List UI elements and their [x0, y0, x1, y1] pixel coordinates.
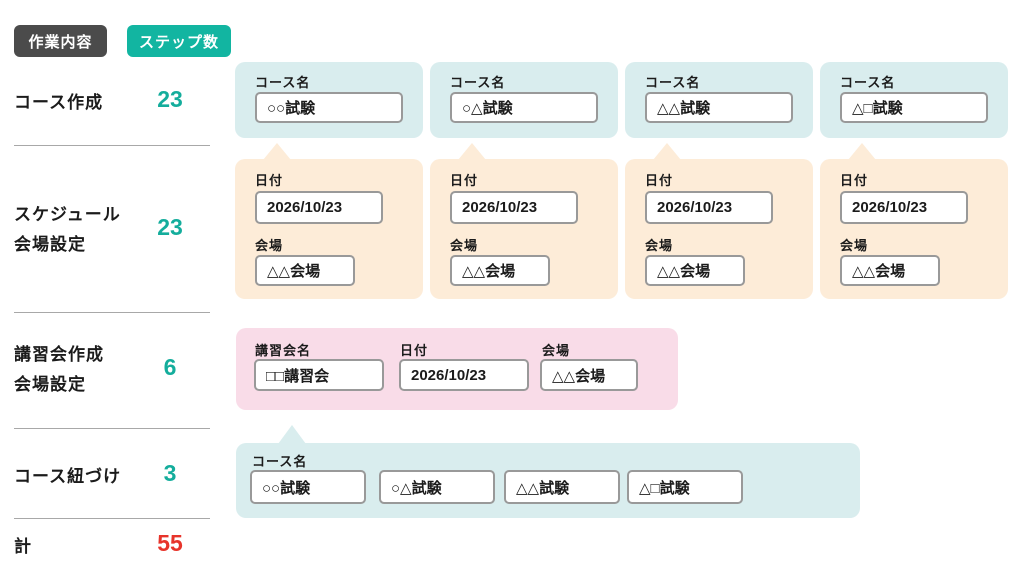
course-card-1: コース名 ○○試験 [235, 62, 423, 138]
course-card-4: コース名 △□試験 [820, 62, 1008, 138]
course-card-2: コース名 ○△試験 [430, 62, 618, 138]
venue-label: 会場 [840, 238, 869, 253]
venue-box: △△会場 [840, 255, 940, 286]
course-card-3: コース名 △△試験 [625, 62, 813, 138]
venue-label: 会場 [255, 238, 284, 253]
divider [14, 428, 210, 429]
course-linking-card: コース名 ○○試験 ○△試験 △△試験 △□試験 [236, 425, 860, 518]
row-label-schedule-venue: スケジュール 会場設定 [14, 200, 121, 260]
venue-box: △△会場 [255, 255, 355, 286]
date-box: 2026/10/23 [840, 191, 968, 224]
linked-course-box-2: ○△試験 [379, 470, 495, 504]
linked-course-box-3: △△試験 [504, 470, 620, 504]
speech-tail-up [263, 143, 291, 160]
row-label-seminar-venue: 講習会作成 会場設定 [14, 340, 104, 400]
date-box: 2026/10/23 [399, 359, 529, 391]
course-name-label: コース名 [840, 75, 896, 90]
seminar-card: 講習会名 □□講習会 日付 2026/10/23 会場 △△会場 [236, 328, 678, 410]
divider [14, 518, 210, 519]
date-label: 日付 [400, 343, 429, 358]
speech-tail-up [458, 143, 486, 160]
work-content-badge: 作業内容 [14, 25, 107, 57]
date-box: 2026/10/23 [255, 191, 383, 224]
date-box: 2026/10/23 [450, 191, 578, 224]
venue-label: 会場 [542, 343, 571, 358]
row-label-line1: 講習会作成 [14, 345, 104, 364]
speech-tail-up [653, 143, 681, 160]
course-name-box: △□試験 [840, 92, 988, 123]
date-box: 2026/10/23 [645, 191, 773, 224]
divider [14, 312, 210, 313]
date-label: 日付 [255, 173, 284, 188]
row-label-course-linking: コース紐づけ [14, 467, 122, 486]
course-name-box: ○○試験 [255, 92, 403, 123]
row-label-course-creation: コース作成 [14, 93, 104, 112]
course-name-box: △△試験 [645, 92, 793, 123]
speech-tail-up [848, 143, 876, 160]
row-count-total: 55 [157, 530, 183, 556]
schedule-card-1: 日付 2026/10/23 会場 △△会場 [235, 143, 423, 299]
row-label-total: 計 [14, 537, 32, 556]
row-label-line2: 会場設定 [14, 375, 86, 394]
row-count-course-linking: 3 [163, 460, 177, 486]
schedule-card-3: 日付 2026/10/23 会場 △△会場 [625, 143, 813, 299]
course-name-label: コース名 [252, 454, 308, 469]
row-count-seminar-venue: 6 [163, 354, 177, 380]
venue-box: △△会場 [540, 359, 638, 391]
schedule-card-2: 日付 2026/10/23 会場 △△会場 [430, 143, 618, 299]
seminar-name-label: 講習会名 [255, 343, 312, 358]
seminar-name-box: □□講習会 [254, 359, 384, 391]
row-count-schedule-venue: 23 [157, 214, 183, 240]
course-name-label: コース名 [645, 75, 701, 90]
row-count-course-creation: 23 [157, 86, 183, 112]
row-label-line1: スケジュール [14, 205, 121, 224]
speech-tail-up [278, 425, 306, 444]
divider [14, 145, 210, 146]
date-label: 日付 [450, 173, 479, 188]
course-name-label: コース名 [255, 75, 311, 90]
course-name-box: ○△試験 [450, 92, 598, 123]
date-label: 日付 [645, 173, 674, 188]
linked-course-box-1: ○○試験 [250, 470, 366, 504]
venue-box: △△会場 [450, 255, 550, 286]
step-count-badge: ステップ数 [127, 25, 231, 57]
row-label-line2: 会場設定 [14, 235, 86, 254]
date-label: 日付 [840, 173, 869, 188]
course-name-label: コース名 [450, 75, 506, 90]
venue-label: 会場 [645, 238, 674, 253]
linked-course-box-4: △□試験 [627, 470, 743, 504]
venue-box: △△会場 [645, 255, 745, 286]
schedule-card-4: 日付 2026/10/23 会場 △△会場 [820, 143, 1008, 299]
venue-label: 会場 [450, 238, 479, 253]
